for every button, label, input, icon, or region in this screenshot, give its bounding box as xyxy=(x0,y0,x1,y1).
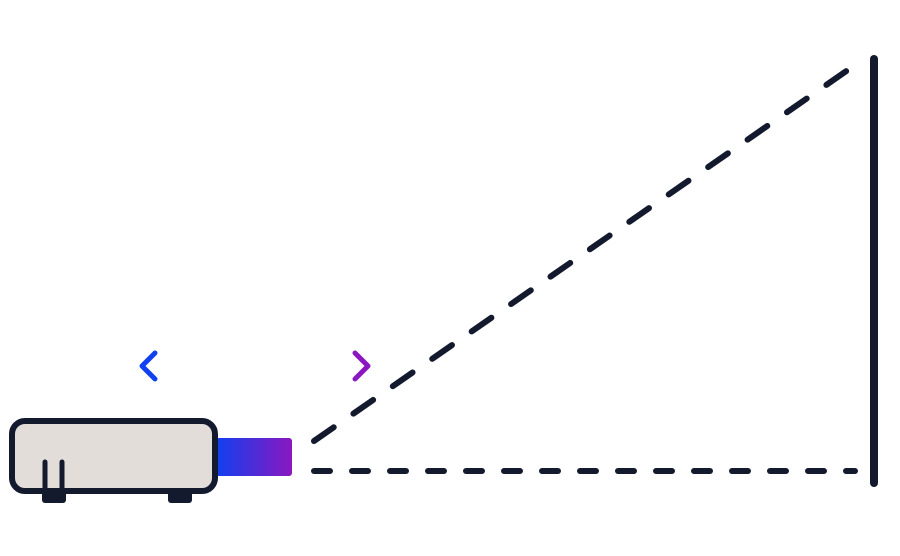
double-arrow-icon xyxy=(139,350,371,382)
projector-icon xyxy=(9,418,292,503)
projection-ray-top xyxy=(311,62,858,444)
projector-body xyxy=(9,418,218,494)
projector-lens-beam xyxy=(216,438,292,476)
